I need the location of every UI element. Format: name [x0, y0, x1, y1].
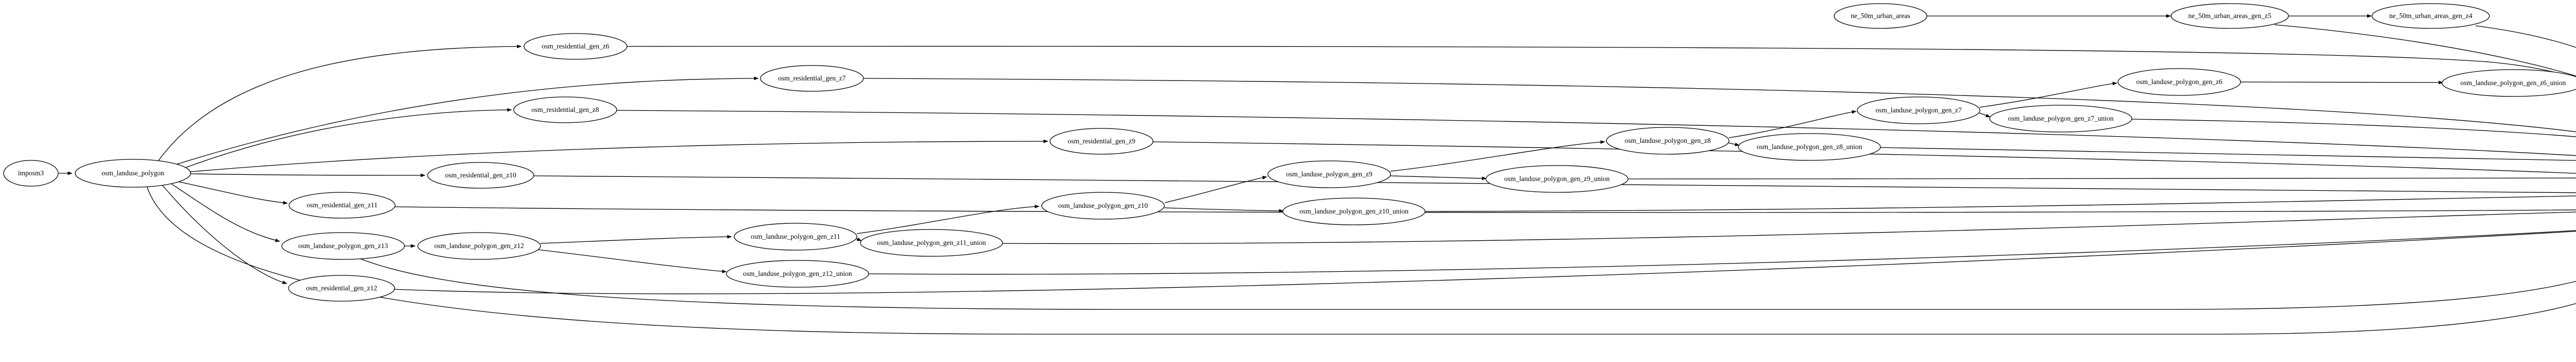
edge-residential-z11-to-layer-z11	[394, 206, 2576, 213]
node-label: osm_residential_gen_z10	[445, 171, 516, 179]
node-osm-landuse-polygon: osm_landuse_polygon	[75, 159, 191, 188]
edge-polygon-to-residential-z7	[172, 76, 759, 166]
node-osm-residential-gen-z12: osm_residential_gen_z12	[288, 275, 395, 302]
node-label: osm_landuse_polygon_gen_z8	[1624, 137, 1710, 144]
edge-gen-z11-union-to-layer-z11	[999, 211, 2576, 244]
edge-gen-z11-to-gen-z10	[856, 205, 1040, 234]
edge-gen-z7-to-gen-z6	[1979, 81, 2117, 108]
node-label: osm_residential_gen_z9	[1067, 137, 1135, 145]
edge-residential-z9-to-layer-z9	[1152, 141, 2576, 174]
edge-polygon-to-residential-z10	[190, 173, 426, 177]
nodes: imposm3 osm_landuse_polygon osm_resident…	[3, 3, 2576, 302]
node-label: osm_residential_gen_z6	[541, 42, 609, 50]
node-label: ne_50m_urban_areas_gen_z4	[2389, 12, 2472, 20]
node-label: osm_landuse_polygon_gen_z9_union	[1504, 175, 1610, 183]
node-ne-50m-urban-areas: ne_50m_urban_areas	[1834, 3, 1927, 29]
node-osm-landuse-polygon-gen-z6: osm_landuse_polygon_gen_z6	[2117, 68, 2241, 96]
edge-gen-z13-to-layer-z13	[360, 258, 2576, 310]
node-ne-50m-urban-areas-gen-z4: ne_50m_urban_areas_gen_z4	[2371, 3, 2490, 29]
edge-gen-z8-to-gen-z8-union	[1728, 142, 1740, 146]
node-osm-landuse-polygon-gen-z6-union: osm_landuse_polygon_gen_z6_union	[2442, 69, 2576, 97]
node-osm-residential-gen-z9: osm_residential_gen_z9	[1049, 128, 1154, 155]
node-osm-landuse-polygon-gen-z11-union: osm_landuse_polygon_gen_z11_union	[860, 229, 1003, 257]
edge-gen-z6-to-gen-z6-union	[2240, 80, 2444, 85]
edge-residential-z12-to-layer-z12	[393, 231, 2576, 294]
edge-polygon-to-layer-z14	[146, 186, 2576, 335]
node-osm-landuse-polygon-gen-z7-union: osm_landuse_polygon_gen_z7_union	[1989, 105, 2132, 133]
edge-gen-z7-union-to-layer-z7	[2129, 119, 2576, 137]
node-label: osm_residential_gen_z11	[307, 201, 377, 209]
edge-gen-z11-to-gen-z11-union	[856, 237, 862, 241]
node-label: osm_landuse_polygon_gen_z11_union	[877, 239, 986, 246]
edge-gen-z8-union-to-layer-z8	[1877, 147, 2576, 161]
node-label: ne_50m_urban_areas_gen_z5	[2188, 12, 2271, 20]
node-label: osm_landuse_polygon_gen_z10	[1058, 202, 1148, 209]
node-osm-landuse-polygon-gen-z7: osm_landuse_polygon_gen_z7	[1857, 96, 1980, 124]
node-osm-residential-gen-z6: osm_residential_gen_z6	[523, 33, 628, 60]
node-osm-landuse-polygon-gen-z12: osm_landuse_polygon_gen_z12	[417, 232, 541, 260]
node-ne-50m-urban-areas-gen-z5: ne_50m_urban_areas_gen_z5	[2171, 3, 2289, 29]
node-label: osm_residential_gen_z7	[778, 74, 845, 82]
node-osm-landuse-polygon-gen-z11: osm_landuse_polygon_gen_z11	[734, 223, 857, 251]
node-osm-landuse-polygon-gen-z8: osm_landuse_polygon_gen_z8	[1606, 127, 1730, 155]
node-label: osm_residential_gen_z8	[531, 106, 599, 113]
node-osm-landuse-polygon-gen-z10: osm_landuse_polygon_gen_z10	[1041, 192, 1165, 220]
node-osm-landuse-polygon-gen-z13: osm_landuse_polygon_gen_z13	[281, 232, 405, 260]
node-osm-landuse-polygon-gen-z9-union: osm_landuse_polygon_gen_z9_union	[1485, 165, 1629, 193]
node-label: osm_landuse_polygon_gen_z6_union	[2461, 79, 2566, 87]
node-imposm3: imposm3	[3, 160, 59, 187]
edge-gen-z9-to-gen-z9-union	[1389, 175, 1487, 180]
edge-ne-gen-z4-to-layer-z4	[2475, 25, 2576, 48]
edge-gen-z9-union-to-layer-z9	[1625, 177, 2576, 179]
node-osm-residential-gen-z10: osm_residential_gen_z10	[427, 162, 534, 189]
node-osm-landuse-polygon-gen-z8-union: osm_landuse_polygon_gen_z8_union	[1738, 133, 1881, 161]
node-osm-residential-gen-z8: osm_residential_gen_z8	[513, 96, 617, 123]
node-label: imposm3	[18, 169, 44, 177]
edge-gen-z10-to-gen-z10-union	[1164, 207, 1284, 213]
node-label: osm_landuse_polygon_gen_z7	[1875, 106, 1961, 114]
node-label: osm_landuse_polygon_gen_z13	[298, 242, 388, 250]
node-label: osm_landuse_polygon_gen_z12	[434, 242, 524, 250]
edge-polygon-to-gen-z13	[171, 183, 280, 242]
edge-gen-z12-to-gen-z11	[540, 235, 732, 244]
edge-gen-z10-union-to-layer-z10	[1422, 195, 2576, 212]
edge-polygon-to-residential-z8	[182, 108, 512, 169]
edge-polygon-to-residential-z9	[190, 139, 1048, 172]
edges	[59, 14, 2576, 335]
edge-polygon-to-residential-z6	[157, 44, 522, 163]
node-osm-landuse-polygon-gen-z12-union: osm_landuse_polygon_gen_z12_union	[726, 260, 869, 288]
edge-gen-z7-to-gen-z7-union	[1979, 112, 1991, 118]
node-osm-residential-gen-z7: osm_residential_gen_z7	[760, 65, 864, 92]
edge-residential-z7-to-layer-z7	[862, 78, 2576, 133]
edge-polygon-to-residential-z11	[177, 181, 288, 205]
edge-polygon-to-residential-z12	[162, 185, 287, 284]
node-osm-residential-gen-z11: osm_residential_gen_z11	[289, 192, 396, 219]
edge-gen-z9-to-gen-z8	[1390, 140, 1605, 172]
node-label: ne_50m_urban_areas	[1851, 12, 1910, 20]
node-label: osm_landuse_polygon_gen_z10_union	[1299, 207, 1409, 215]
edge-gen-z12-to-gen-z12-union	[537, 249, 727, 273]
edge-residential-z6-to-layer-z6	[626, 46, 2576, 79]
node-label: osm_landuse_polygon_gen_z7_union	[2008, 114, 2114, 122]
edge-gen-z8-to-gen-z7	[1728, 110, 1857, 138]
node-label: osm_residential_gen_z12	[306, 284, 377, 292]
edge-residential-z10-to-layer-z10	[533, 175, 2576, 193]
edge-residential-z8-to-layer-z8	[616, 110, 2576, 156]
edge-gen-z10-to-gen-z9	[1164, 176, 1267, 203]
node-osm-landuse-polygon-gen-z9: osm_landuse_polygon_gen_z9	[1267, 160, 1391, 188]
node-label: osm_landuse_polygon	[101, 169, 164, 177]
edge-gen-z12-union-to-layer-z12	[866, 230, 2576, 275]
node-label: osm_landuse_polygon_gen_z12_union	[743, 270, 852, 277]
edge-ne-gen-z5-to-layer-z5	[2274, 24, 2576, 77]
node-label: osm_landuse_polygon_gen_z6	[2136, 78, 2222, 86]
node-label: osm_landuse_polygon_gen_z8_union	[1757, 143, 1862, 151]
node-osm-landuse-polygon-gen-z10-union: osm_landuse_polygon_gen_z10_union	[1282, 198, 1426, 225]
node-label: osm_landuse_polygon_gen_z11	[751, 233, 840, 240]
node-label: osm_landuse_polygon_gen_z9	[1286, 170, 1372, 178]
